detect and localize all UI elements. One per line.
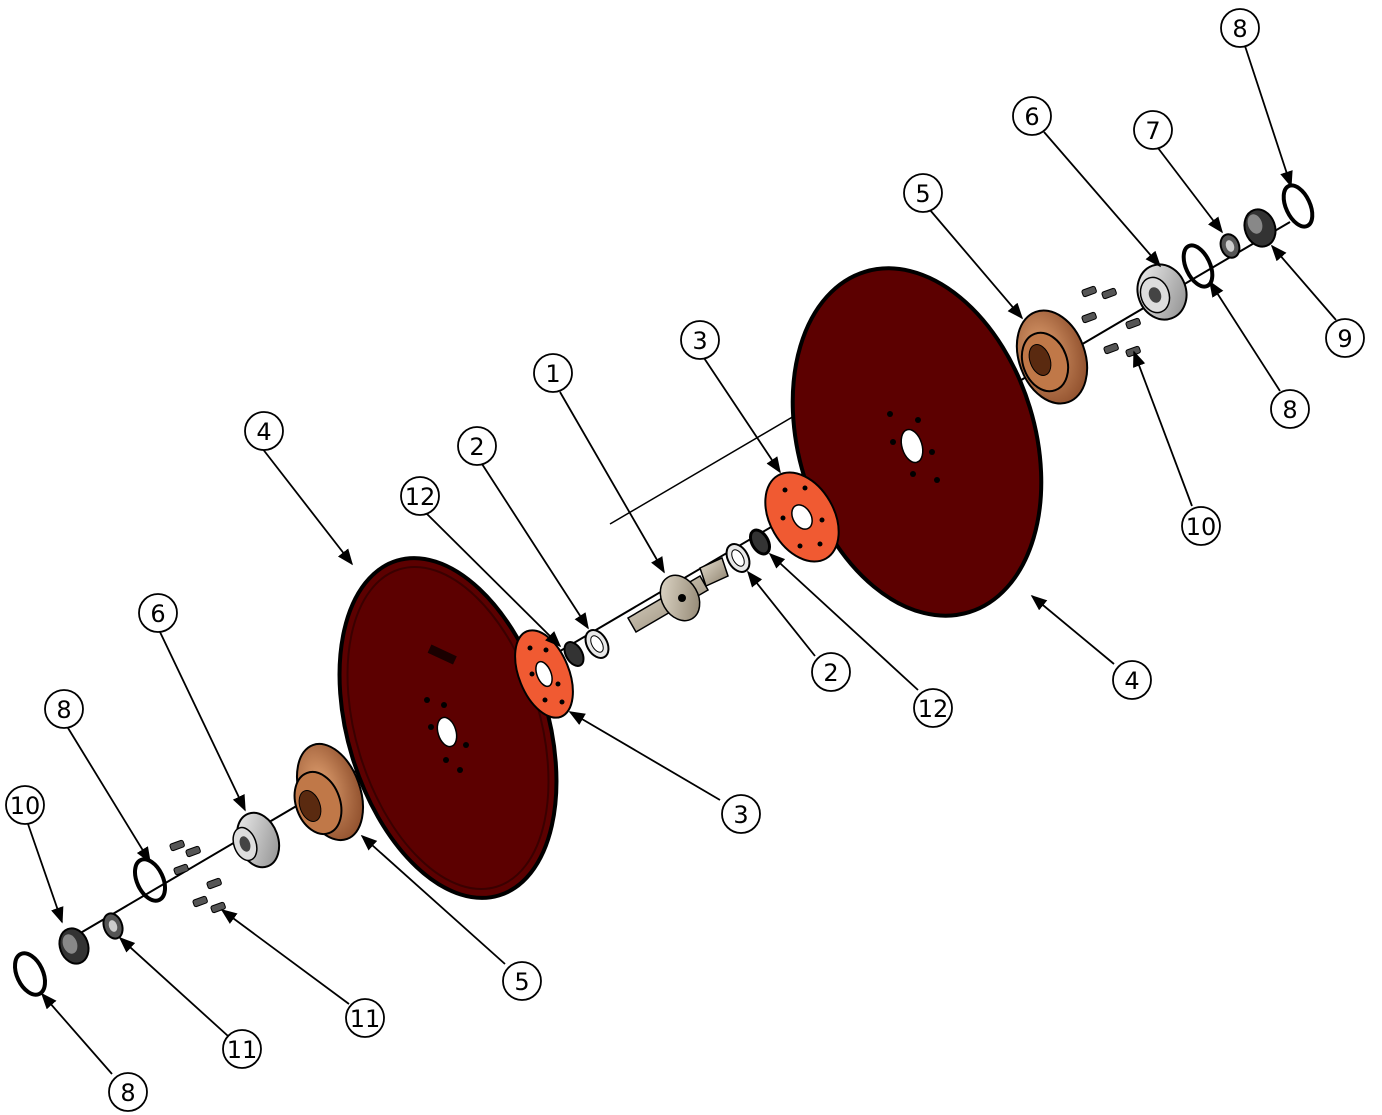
gasket-right	[764, 471, 840, 563]
balloon-6: 6	[1012, 96, 1052, 136]
balloon-1: 1	[533, 353, 573, 393]
svg-text:1: 1	[545, 360, 560, 388]
washer-right	[725, 543, 751, 573]
hub-left	[293, 742, 364, 842]
shaft-part	[626, 556, 729, 634]
balloon-10: 10	[1181, 506, 1221, 546]
svg-text:6: 6	[150, 600, 165, 628]
svg-text:12: 12	[405, 483, 436, 511]
disc-right	[790, 266, 1044, 618]
bearing-right	[1136, 263, 1188, 321]
svg-text:4: 4	[1124, 667, 1139, 695]
svg-text:2: 2	[469, 433, 484, 461]
cap-right	[1243, 208, 1277, 248]
svg-text:8: 8	[56, 696, 71, 724]
gasket-left	[514, 629, 574, 719]
bolts-left	[169, 839, 226, 914]
svg-text:5: 5	[514, 968, 529, 996]
balloon-9: 10	[5, 785, 45, 825]
ring-right-inner	[1181, 243, 1215, 289]
balloon-5: 5	[502, 961, 542, 1001]
balloon-7: 7	[1133, 110, 1173, 150]
balloon-4: 4	[244, 411, 284, 451]
ring-right-outer	[1281, 183, 1315, 229]
balloon-8: 8	[108, 1072, 148, 1112]
svg-text:4: 4	[256, 418, 271, 446]
balloon-12: 12	[913, 688, 953, 728]
svg-text:12: 12	[918, 695, 949, 723]
ring-left-outer	[12, 951, 48, 997]
oring-right	[749, 528, 771, 556]
balloon-8: 8	[1270, 389, 1310, 429]
balloon-3: 3	[721, 794, 761, 834]
balloon-3: 3	[680, 320, 720, 360]
svg-text:8: 8	[120, 1079, 135, 1107]
svg-text:3: 3	[692, 327, 707, 355]
svg-text:9: 9	[1337, 325, 1352, 353]
balloon-11-label: 11	[227, 1036, 258, 1064]
balloon-9: 9	[1325, 318, 1365, 358]
balloon-11	[222, 1029, 262, 1069]
balloon-10: 11	[345, 998, 385, 1038]
svg-text:7: 7	[1145, 117, 1160, 145]
nut-right	[1219, 233, 1241, 259]
balloon-6: 6	[138, 593, 178, 633]
leader-lines	[27, 45, 1337, 1075]
bolts-right	[1081, 285, 1141, 358]
svg-text:2: 2	[823, 659, 838, 687]
balloon-8: 8	[1220, 8, 1260, 48]
balloons: 8 6 7 5 9 8 10 3 1 2 12 4 4 2 12 3 6 5 8…	[5, 8, 1365, 1112]
ring-left-inner	[132, 857, 168, 903]
balloon-12: 12	[400, 476, 440, 516]
balloon-4: 4	[1112, 660, 1152, 700]
hub-right	[1015, 309, 1089, 405]
svg-text:6: 6	[1024, 103, 1039, 131]
bearing-left	[232, 811, 281, 869]
svg-text:8: 8	[1232, 15, 1247, 43]
svg-text:3: 3	[733, 801, 748, 829]
balloon-2: 2	[811, 652, 851, 692]
svg-text:8: 8	[1282, 396, 1297, 424]
svg-text:11: 11	[350, 1005, 381, 1033]
balloon-5: 5	[903, 173, 943, 213]
balloon-8: 8	[44, 689, 84, 729]
cap-left	[58, 927, 90, 965]
oring-left	[563, 641, 585, 667]
disc-left	[337, 556, 559, 900]
svg-text:5: 5	[915, 180, 930, 208]
svg-text:10: 10	[1186, 513, 1217, 541]
nut-left	[102, 912, 124, 940]
svg-text:10: 10	[10, 792, 41, 820]
washer-left	[584, 629, 610, 659]
balloon-2: 2	[457, 426, 497, 466]
